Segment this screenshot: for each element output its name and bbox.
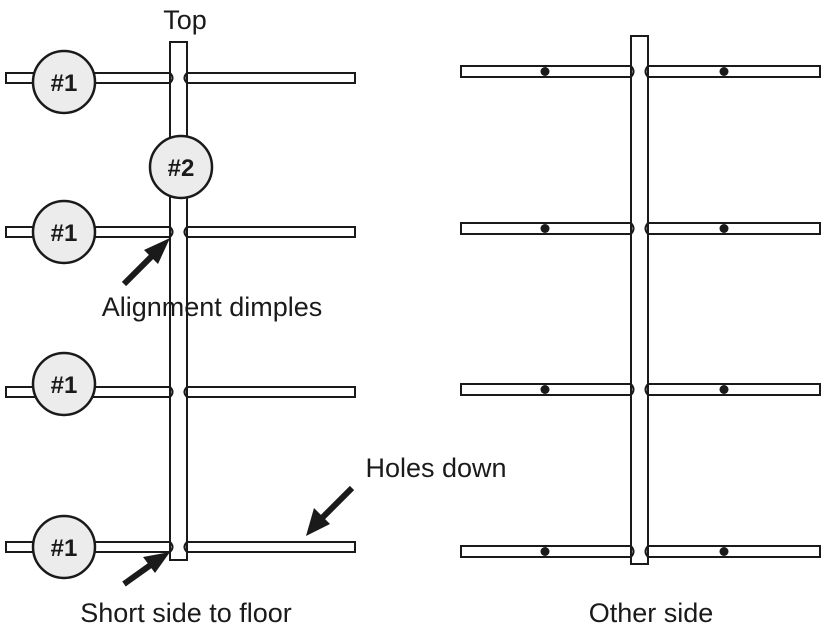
badge-post-text: #2 xyxy=(168,155,195,182)
badge-rail-4-text: #1 xyxy=(51,535,78,562)
badge-rail-2: #1 xyxy=(31,199,97,265)
top-label: Top xyxy=(163,5,207,35)
right-rail-1-right xyxy=(647,65,821,78)
left-dimple-1 xyxy=(169,72,188,84)
right-dimple-3 xyxy=(630,383,649,396)
right-rail-4-right xyxy=(647,545,821,558)
right-rail-3-right xyxy=(647,383,821,396)
short-side-label: Short side to floor xyxy=(80,598,292,628)
right-dimple-4 xyxy=(630,545,649,558)
hole xyxy=(540,224,550,233)
arrow-alignment-dimples xyxy=(121,238,170,287)
left-rail-3-right xyxy=(186,386,356,398)
hole xyxy=(719,67,729,76)
hole xyxy=(540,547,550,556)
right-rail-2-right xyxy=(647,222,821,235)
badge-rail-2-text: #1 xyxy=(51,220,78,247)
hole xyxy=(540,67,550,76)
other-side-label: Other side xyxy=(589,598,714,628)
right-post xyxy=(630,35,649,565)
left-rail-1-right xyxy=(186,72,356,84)
badge-rail-3: #1 xyxy=(31,351,97,417)
holes-down-label: Holes down xyxy=(365,453,506,483)
left-dimple-2 xyxy=(169,226,188,238)
right-dimple-1 xyxy=(630,65,649,78)
hole xyxy=(719,224,729,233)
right-dimple-2 xyxy=(630,222,649,235)
badge-rail-4: #1 xyxy=(31,514,97,580)
right-rail-holes xyxy=(540,67,729,556)
hole xyxy=(719,547,729,556)
arrow-short-side xyxy=(122,552,170,587)
badge-post: #2 xyxy=(148,134,214,200)
arrow-holes-down xyxy=(306,485,355,536)
left-rail-4-right xyxy=(186,541,356,553)
badge-rail-1: #1 xyxy=(31,49,97,115)
badge-rail-1-text: #1 xyxy=(51,70,78,97)
left-rail-2-right xyxy=(186,226,356,238)
alignment-dimples-label: Alignment dimples xyxy=(102,292,323,322)
hole xyxy=(719,385,729,394)
right-assembly xyxy=(460,35,821,565)
left-dimple-3 xyxy=(169,386,188,398)
badge-rail-3-text: #1 xyxy=(51,372,78,399)
left-dimple-4 xyxy=(169,541,188,553)
hole xyxy=(540,385,550,394)
